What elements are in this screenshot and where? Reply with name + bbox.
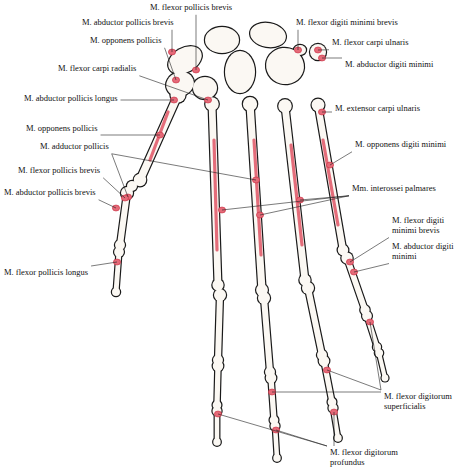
leader-line bbox=[350, 238, 389, 262]
leader-line bbox=[112, 154, 128, 197]
muscle-label: M. flexor digiti minimi brevis bbox=[392, 216, 470, 236]
muscle-label: M. flexor digitorum superficialis bbox=[384, 392, 470, 412]
muscle-label: M. extensor carpi ulnaris bbox=[335, 104, 420, 114]
muscle-label: Mm. interossei palmares bbox=[352, 184, 436, 194]
muscle-label: M. flexor pollicis brevis bbox=[150, 3, 232, 13]
leader-line bbox=[298, 30, 299, 50]
muscle-label: M. opponens pollicis bbox=[26, 124, 98, 134]
leader-line bbox=[139, 76, 208, 100]
muscle-attachment bbox=[150, 112, 338, 255]
leader-line bbox=[101, 135, 160, 136]
muscle-label: M. flexor carpi ulnaris bbox=[332, 38, 408, 48]
leader-line bbox=[222, 196, 349, 210]
muscle-label: M. flexor digitorum profundus bbox=[330, 448, 416, 468]
muscle-label: M. adductor pollicis bbox=[40, 142, 109, 152]
muscle-label: M. abductor pollicis longus bbox=[24, 94, 118, 104]
bone-outline bbox=[111, 19, 390, 463]
muscle-label: M. abductor digiti minimi bbox=[345, 60, 433, 70]
muscle-label: M. abductor pollicis brevis bbox=[4, 188, 96, 198]
leader-line bbox=[99, 200, 116, 208]
leader-line bbox=[260, 196, 349, 215]
muscle-label: M. abductor digiti minimi bbox=[392, 242, 470, 262]
leader-line bbox=[330, 152, 352, 165]
muscle-label: M. opponens digiti minimi bbox=[355, 140, 446, 150]
leader-line bbox=[272, 392, 381, 393]
muscle-label: M. flexor pollicis longus bbox=[4, 268, 88, 278]
muscle-label: M. abductor pollicis brevis bbox=[82, 18, 174, 28]
leader-line bbox=[112, 154, 256, 180]
leader-line bbox=[334, 412, 335, 446]
leader-line bbox=[322, 58, 342, 59]
muscle-label: M. flexor pollicis brevis bbox=[18, 166, 100, 176]
leader-line bbox=[327, 370, 381, 390]
leader-line bbox=[121, 100, 175, 101]
muscle-label: M. flexor carpi radialis bbox=[58, 64, 136, 74]
leader-line bbox=[91, 262, 117, 266]
leader-line bbox=[354, 264, 389, 272]
leader-line bbox=[370, 322, 381, 390]
bone-fill bbox=[112, 20, 388, 462]
leader-line bbox=[103, 178, 125, 198]
muscle-attachment bbox=[112, 47, 373, 433]
leader-line bbox=[276, 430, 327, 446]
leader-line bbox=[322, 112, 332, 113]
leader-line bbox=[218, 414, 327, 446]
leader-line bbox=[318, 49, 329, 50]
leader-line bbox=[165, 48, 176, 80]
muscle-label: M. flexor digiti minimi brevis bbox=[296, 18, 398, 28]
leader-line bbox=[172, 30, 173, 52]
muscle-label: M. opponens pollicis bbox=[90, 36, 162, 46]
leader-line bbox=[196, 15, 197, 70]
